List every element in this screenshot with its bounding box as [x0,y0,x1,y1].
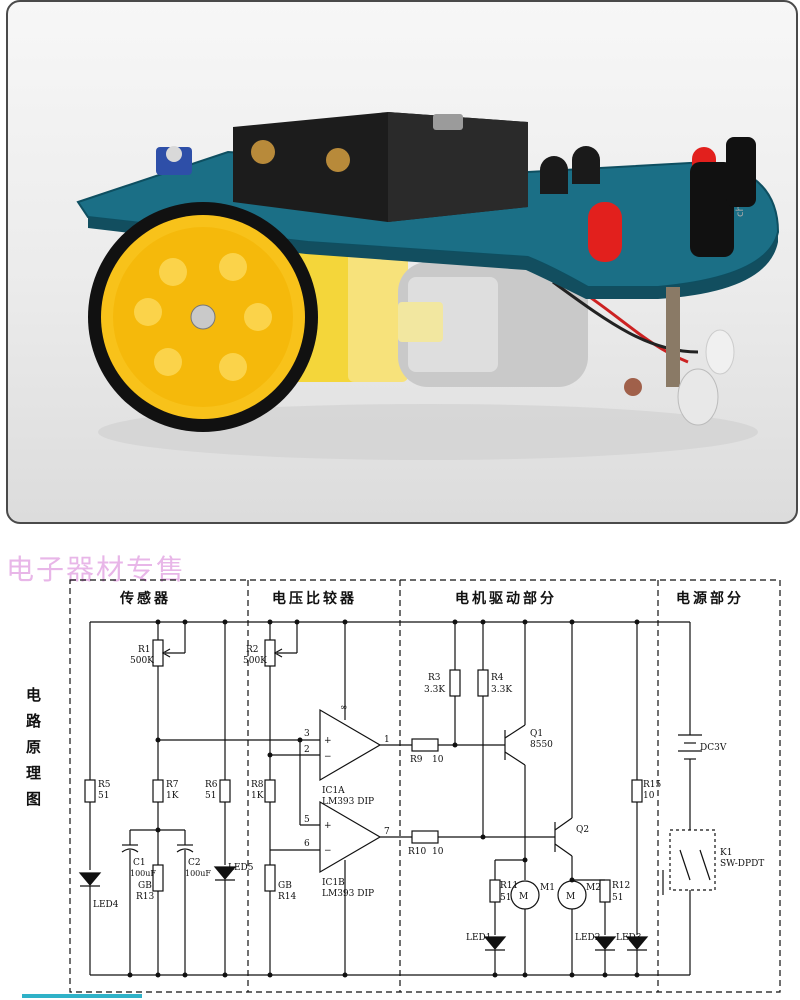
label-r14: R14 [278,892,297,902]
label-gb1: GB [138,881,152,891]
label-r9-value: 10 [432,755,444,765]
label-gb2: GB [278,881,292,891]
label-q1-value: 8550 [530,740,553,750]
label-r2-value: 500K [243,656,267,666]
label-r1: R1 [138,645,151,655]
side-title-char: 理 [26,764,41,782]
label-r2: R2 [246,645,259,655]
label-r8: R8 [251,780,264,790]
label-led4: LED4 [93,900,119,910]
label-r10: R10 [408,847,427,857]
pin-5: 5 [304,815,310,825]
label-inf: ∞ [340,703,348,713]
label-r15-value: 10 [643,791,655,801]
label-r11-value: 51 [500,893,511,903]
label-ic1a: IC1A [322,786,345,796]
section-title-power: 电源部分 [676,590,744,607]
circuit-schematic: 传感器 电压比较器 电机驱动部分 电源部分 电 路 原 理 图 R1 500K … [26,579,781,993]
label-minus: − [324,846,332,856]
label-r3-value: 3.3K [424,685,445,695]
label-c1-value: 100uF [130,869,156,878]
label-ic1a-value: LM393 DIP [322,797,374,807]
label-led2: LED2 [575,933,601,943]
label-r3: R3 [428,673,441,683]
side-title-char: 原 [26,738,41,756]
label-c1: C1 [133,858,146,868]
label-m2: M2 [586,883,601,893]
label-r1-value: 500K [130,656,154,666]
label-r9: R9 [410,755,423,765]
label-ic1b: IC1B [322,878,345,888]
label-r11: R11 [500,881,518,891]
section-title-comparator: 电压比较器 [272,590,357,607]
label-r13: R13 [136,892,155,902]
label-r6: R6 [205,780,218,790]
label-r5-value: 51 [98,791,109,801]
label-r4-value: 3.3K [491,685,512,695]
label-r6-value: 51 [205,791,216,801]
label-k1: K1 [720,848,732,858]
label-q1: Q1 [530,729,543,739]
label-ic1b-value: LM393 DIP [322,889,374,899]
label-r8-value: 1K [251,791,264,801]
label-k1-value: SW-DPDT [720,859,764,869]
pin-1: 1 [384,735,390,745]
pin-3: 3 [304,729,310,739]
side-title-char: 电 [26,686,41,704]
capacitor [690,162,734,257]
label-m1: M1 [540,883,555,893]
red-led [588,202,622,262]
label-c2: C2 [188,858,201,868]
side-title-char: 图 [26,790,41,808]
bottom-accent-bar [22,994,142,998]
label-r10-value: 10 [432,847,444,857]
label-led5: LED5 [228,863,254,873]
label-plus: + [324,736,332,746]
label-r15: R15 [643,780,662,790]
product-photo: cheapux.ca [6,0,798,524]
schematic-border [69,579,781,993]
label-q2: Q2 [576,825,589,835]
pin-6: 6 [304,839,310,849]
label-plus: + [324,821,332,831]
label-r4: R4 [491,673,504,683]
label-r12-value: 51 [612,893,623,903]
robot-car-illustration: cheapux.ca [76,112,780,460]
label-r5: R5 [98,780,111,790]
label-r7: R7 [166,780,179,790]
motor-symbol: M [566,892,575,902]
label-minus: − [324,752,332,762]
label-dc3v: DC3V [700,743,727,753]
pin-2: 2 [304,745,310,755]
label-led3: LED3 [616,933,642,943]
label-c2-value: 100uF [185,869,211,878]
section-title-motor-drive: 电机驱动部分 [455,590,557,607]
side-title-char: 路 [26,712,42,730]
label-r7-value: 1K [166,791,179,801]
section-title-sensor: 传感器 [119,590,171,607]
label-r12: R12 [612,881,630,891]
label-led1: LED1 [466,933,492,943]
pin-7: 7 [384,827,390,837]
motor-symbol: M [519,892,528,902]
